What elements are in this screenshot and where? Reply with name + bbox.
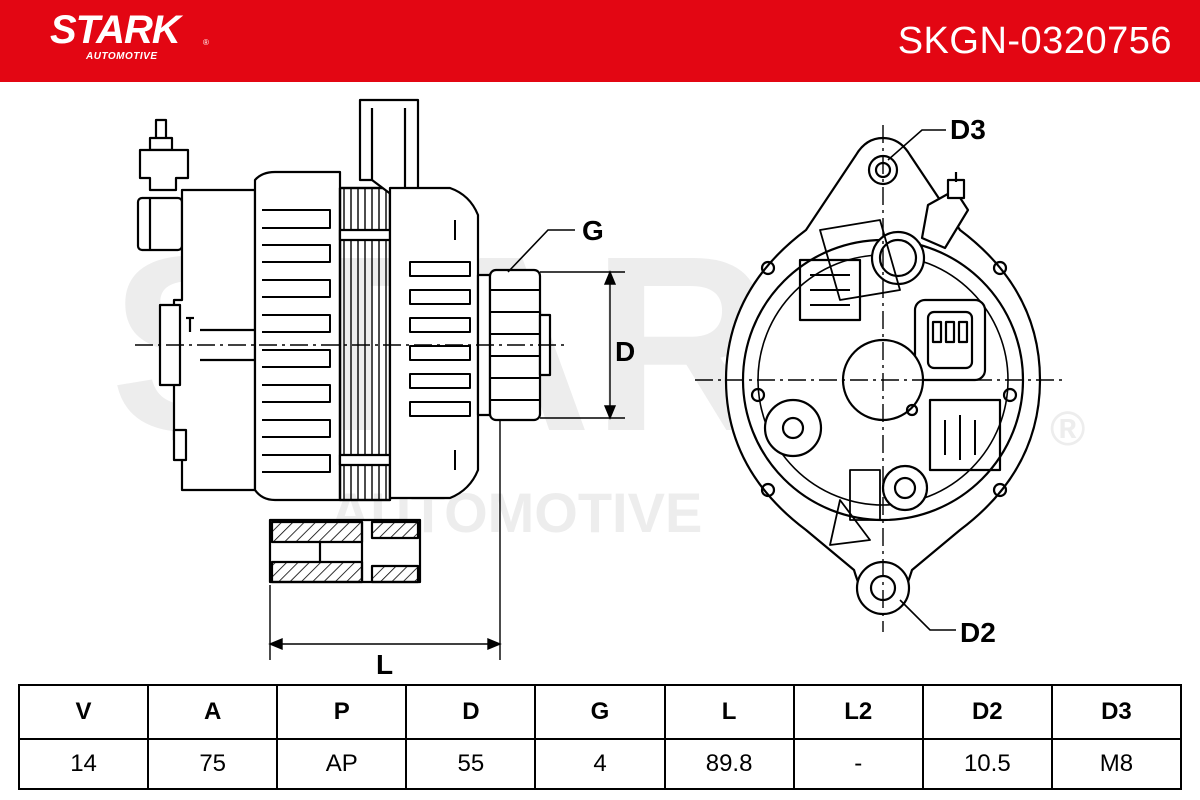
spec-header-l2: L2: [792, 684, 924, 740]
spec-value-g: 4: [534, 738, 666, 790]
spec-header-v: V: [17, 684, 150, 740]
spec-value-p: AP: [276, 738, 408, 790]
spec-value-d: 55: [405, 738, 537, 790]
watermark-registered: ®: [1050, 403, 1085, 456]
logo-registered-mark: ®: [203, 38, 209, 47]
spec-header-p: P: [276, 684, 408, 740]
spec-value-l2: -: [792, 738, 924, 790]
spec-value-v: 14: [17, 738, 150, 790]
spec-value-d3: M8: [1050, 738, 1183, 790]
logo-brand-name: STARK: [50, 8, 181, 52]
spec-value-a: 75: [147, 738, 279, 790]
dimension-d: [540, 270, 625, 420]
label-d2: D2: [960, 617, 996, 648]
leader-d3: [887, 129, 946, 161]
label-d: D: [615, 336, 635, 367]
spec-header-d: D: [405, 684, 537, 740]
label-l: L: [376, 649, 393, 680]
header-bar: STARK ® AUTOMOTIVE SKGN-0320756: [0, 0, 1200, 82]
spec-table: V A P D G L L2 D2 D3 14 75 AP 55 4 89.8 …: [17, 684, 1183, 790]
dimension-l: [268, 420, 502, 660]
spec-value-l: 89.8: [663, 738, 795, 790]
spec-header-a: A: [147, 684, 279, 740]
spec-header-d2: D2: [921, 684, 1053, 740]
label-g: G: [582, 215, 604, 246]
spec-header-d3: D3: [1050, 684, 1183, 740]
stark-logo: STARK ® AUTOMOTIVE: [50, 8, 220, 66]
alternator-side-view: [135, 98, 565, 584]
leader-g: [507, 229, 575, 273]
spec-header-g: G: [534, 684, 666, 740]
spec-header-row: V A P D G L L2 D2 D3: [17, 684, 1183, 740]
label-d3: D3: [950, 114, 986, 145]
leader-d2: [899, 599, 956, 631]
part-number: SKGN-0320756: [897, 20, 1172, 62]
spec-value-row: 14 75 AP 55 4 89.8 - 10.5 M8: [17, 738, 1183, 790]
logo-tagline: AUTOMOTIVE: [86, 51, 158, 62]
spec-value-d2: 10.5: [921, 738, 1053, 790]
spec-header-l: L: [663, 684, 795, 740]
alternator-drawing: STARK AUTOMOTIVE ®: [110, 98, 1085, 680]
alternator-end-view: [695, 125, 1065, 632]
